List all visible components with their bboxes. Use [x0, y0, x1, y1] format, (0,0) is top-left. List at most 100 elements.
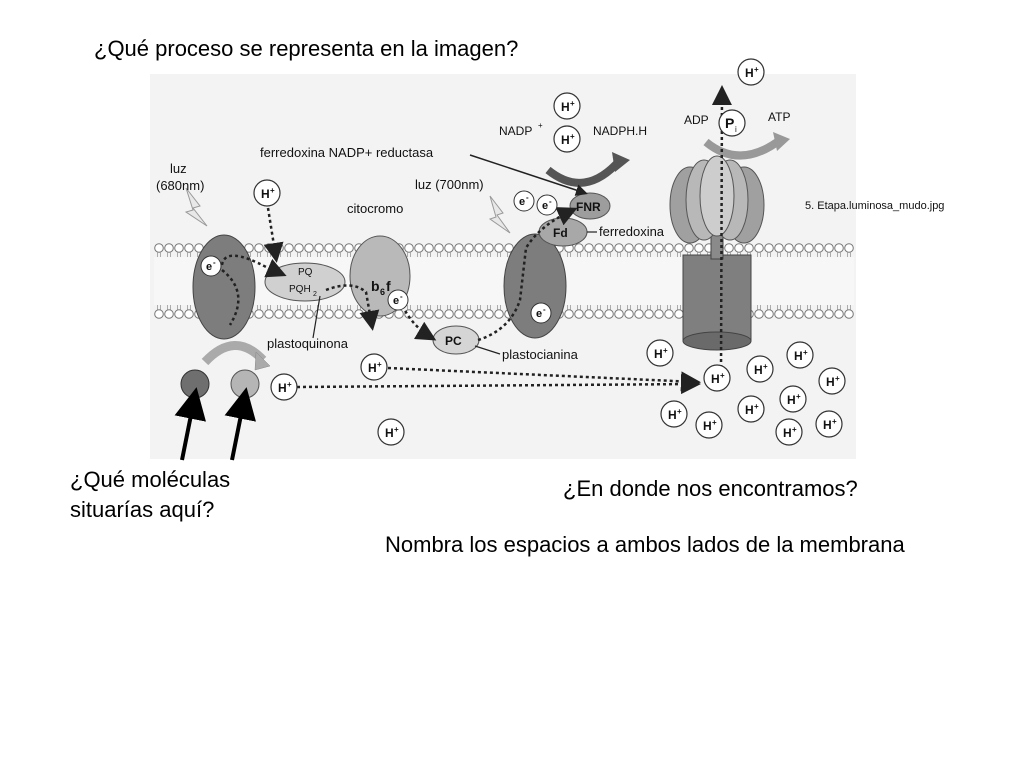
electron: e- [387, 289, 409, 311]
svg-text:+: + [570, 99, 575, 108]
label-nadph: NADPH.H [593, 124, 647, 138]
proton: H+ [646, 339, 674, 367]
fnr-leader-line [469, 154, 588, 196]
label-luz-700: luz (700nm) [415, 177, 484, 192]
proton: H+ [818, 367, 846, 395]
pointer-arrow-left [174, 387, 206, 461]
molecule-dark-circle [180, 369, 210, 399]
svg-text:e: e [542, 200, 548, 212]
pq-leader-line [312, 295, 321, 339]
atp-synthase [669, 155, 765, 351]
svg-text:+: + [377, 360, 382, 369]
svg-text:+: + [792, 425, 797, 434]
proton: H+ [253, 179, 281, 207]
electron: e- [200, 255, 222, 277]
svg-text:+: + [394, 425, 399, 434]
svg-text:e: e [393, 295, 399, 307]
svg-text:H: H [745, 66, 754, 80]
svg-text:+: + [796, 392, 801, 401]
svg-text:-: - [543, 305, 546, 314]
svg-text:+: + [720, 371, 725, 380]
svg-text:H: H [703, 419, 712, 433]
light-700-icon [488, 195, 511, 234]
proton: H+ [360, 353, 388, 381]
label-nadp-plus: + [538, 121, 543, 130]
svg-text:H: H [787, 393, 796, 407]
electron: e- [530, 302, 552, 324]
svg-text:H: H [783, 426, 792, 440]
svg-text:i: i [735, 125, 737, 134]
label-citocromo: citocromo [347, 201, 403, 216]
label-pq: PQ [298, 267, 313, 278]
label-pqh2: PQH [289, 284, 311, 295]
svg-text:H: H [745, 403, 754, 417]
electron-transport-paths [220, 85, 732, 395]
proton: H+ [775, 418, 803, 446]
proton: H+ [660, 400, 688, 428]
svg-text:H: H [794, 349, 803, 363]
molecule-light-circle [230, 369, 260, 399]
svg-text:P: P [725, 115, 734, 131]
light-680-icon [184, 187, 208, 227]
label-fd: Fd [553, 226, 568, 240]
proton: H+ [815, 410, 843, 438]
svg-text:+: + [270, 186, 275, 195]
label-ferredoxina-reductasa: ferredoxina NADP+ reductasa [260, 145, 434, 160]
svg-text:+: + [835, 374, 840, 383]
file-label: 5. Etapa.luminosa_mudo.jpg [805, 200, 944, 212]
atp-arrow [703, 136, 783, 160]
label-b6f-sub: 6 [380, 287, 385, 297]
svg-text:H: H [385, 426, 394, 440]
svg-text:H: H [278, 381, 287, 395]
proton: H+ [695, 411, 723, 439]
label-plastoquinona: plastoquinona [267, 336, 349, 351]
nadph-arrow [545, 157, 624, 187]
svg-text:+: + [287, 380, 292, 389]
svg-text:+: + [763, 362, 768, 371]
electron: e- [513, 190, 535, 212]
svg-text:H: H [561, 100, 570, 114]
proton-ions: H+ H+ H+ H+ H+ H+ H+ H+ H+ H+ H+ H+ H+ H… [253, 58, 846, 446]
electrons: e- e- e- e- e- [200, 190, 558, 324]
label-ferredoxina: ferredoxina [599, 224, 665, 239]
svg-text:H: H [654, 347, 663, 361]
label-atp: ATP [768, 110, 790, 124]
proton: H+ [703, 364, 731, 392]
svg-text:H: H [261, 187, 270, 201]
question-title: ¿Qué proceso se representa en la imagen? [94, 36, 519, 61]
label-b6f-f: f [386, 278, 391, 294]
proton: H+ [270, 373, 298, 401]
svg-text:H: H [826, 375, 835, 389]
label-pc: PC [445, 334, 462, 348]
proton: H+ [553, 125, 581, 153]
photosystem-i [503, 233, 567, 339]
svg-text:-: - [549, 197, 552, 206]
label-adp: ADP [684, 113, 709, 127]
svg-text:+: + [677, 407, 682, 416]
svg-text:H: H [668, 408, 677, 422]
svg-text:H: H [754, 363, 763, 377]
svg-text:+: + [803, 348, 808, 357]
svg-text:+: + [832, 417, 837, 426]
question-molecules: ¿Qué moléculas situarías aquí? [70, 465, 230, 525]
svg-text:e: e [206, 261, 212, 273]
proton: H+ [746, 355, 774, 383]
question-molecules-line1: ¿Qué moléculas [70, 467, 231, 492]
label-pqh2-sub: 2 [313, 291, 317, 298]
proton: H+ [553, 92, 581, 120]
svg-text:-: - [526, 193, 529, 202]
svg-text:-: - [400, 292, 403, 301]
svg-text:H: H [561, 133, 570, 147]
svg-text:-: - [213, 258, 216, 267]
svg-text:H: H [368, 361, 377, 375]
pc-leader-line [474, 345, 501, 355]
electron: e- [536, 194, 558, 216]
question-molecules-line2: situarías aquí? [70, 497, 215, 522]
question-where: ¿En donde nos encontramos? [563, 476, 858, 501]
label-plastocianina: plastocianina [502, 347, 579, 362]
phosphate-pi: P i [718, 109, 746, 137]
label-luz-680-nm: (680nm) [156, 178, 204, 193]
pointer-arrow-right [224, 387, 256, 461]
fnr-enzyme [569, 192, 611, 220]
